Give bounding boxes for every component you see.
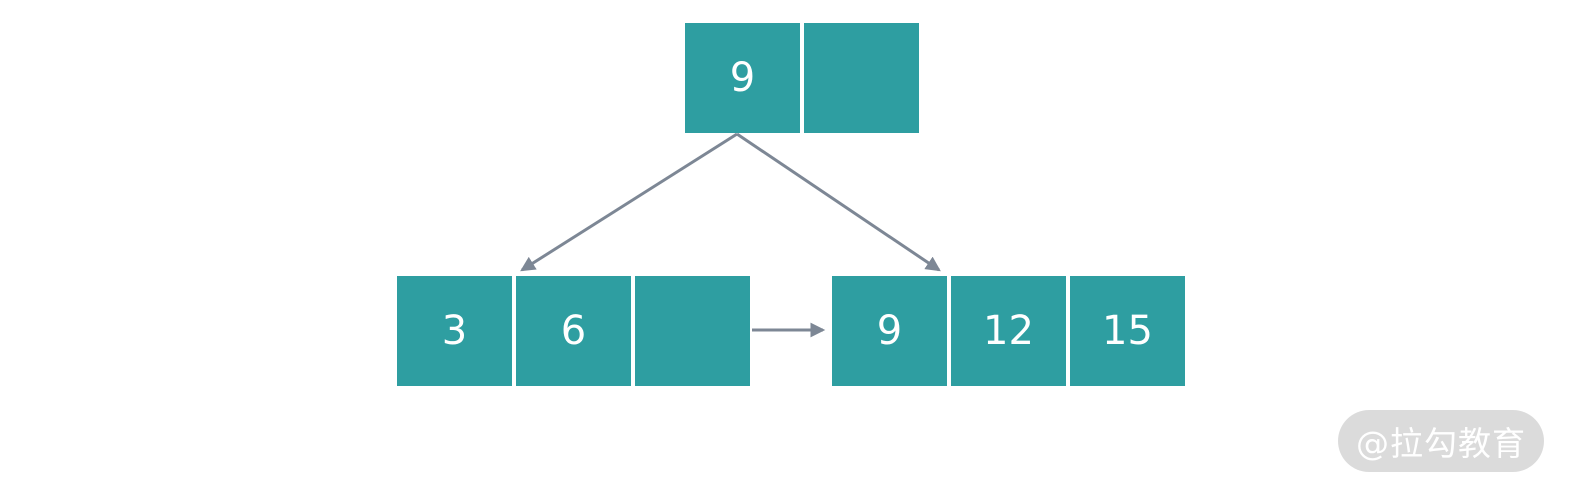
- root-node-cell-empty: [804, 23, 919, 133]
- root-to-right-leaf-arrow: [736, 132, 941, 272]
- right-leaf-cell-key: 15: [1070, 276, 1185, 386]
- left-leaf-cell-empty: [635, 276, 750, 386]
- root-node-cell-key: 9: [685, 23, 800, 133]
- watermark-text: @拉勾教育: [1356, 424, 1526, 463]
- right-leaf-node: 9 12 15: [832, 276, 1185, 386]
- left-leaf-cell-key: 3: [397, 276, 512, 386]
- left-leaf-cell-key: 6: [516, 276, 631, 386]
- root-node: 9: [685, 23, 919, 133]
- watermark-badge: @拉勾教育: [1338, 410, 1544, 472]
- right-leaf-cell-key: 9: [832, 276, 947, 386]
- right-leaf-cell-key: 12: [951, 276, 1066, 386]
- root-to-left-leaf-arrow: [520, 132, 738, 272]
- left-leaf-node: 3 6: [397, 276, 750, 386]
